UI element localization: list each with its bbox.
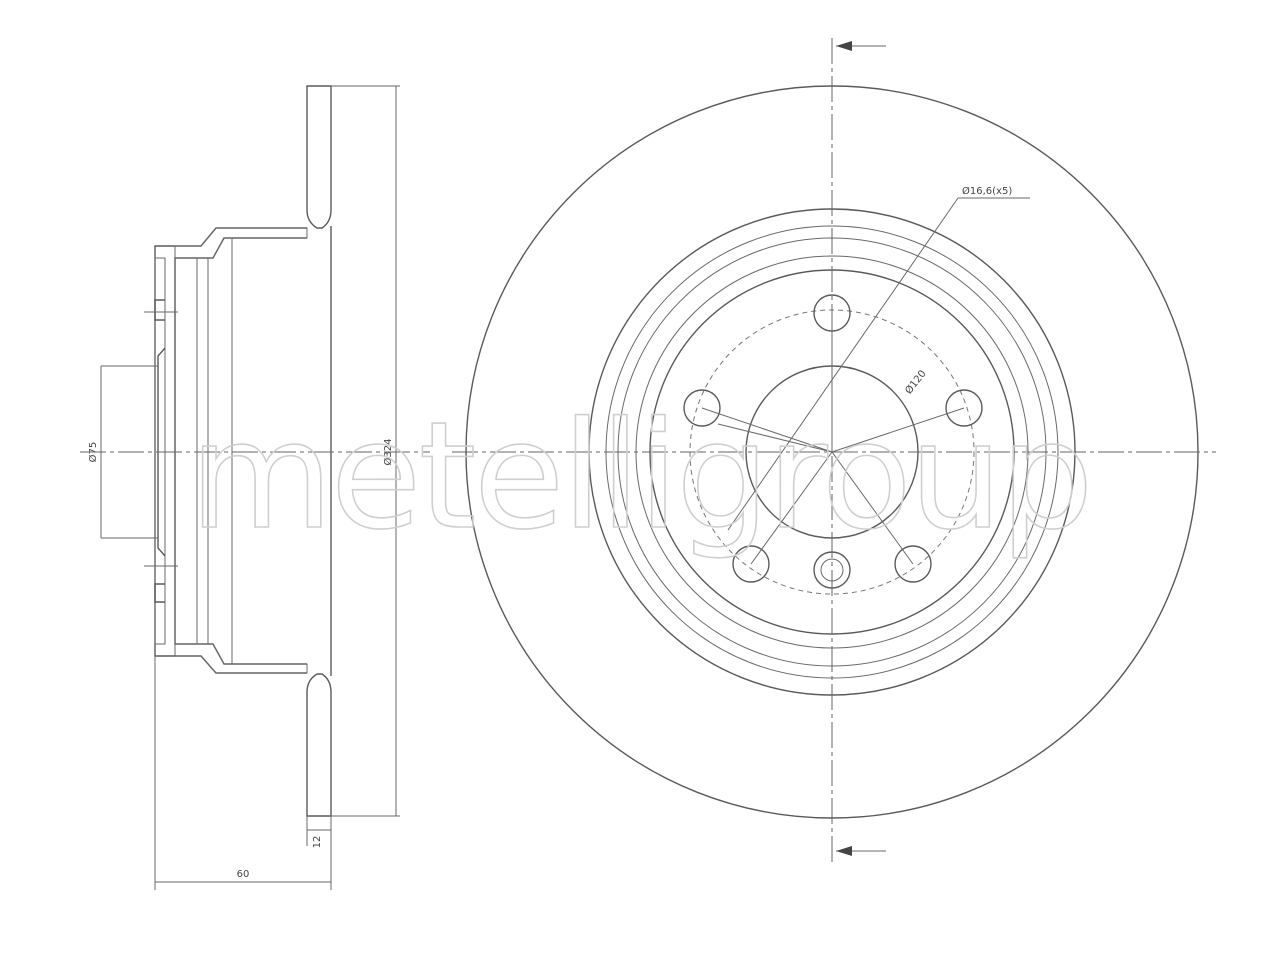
hat-wall-hatch-top — [174, 227, 308, 259]
bolt-hole-5 — [683, 389, 721, 427]
radial-lines — [701, 313, 965, 565]
thickness-label: 12 — [312, 836, 323, 849]
front-view: Ø16,6(x5) Ø120 — [452, 38, 1216, 862]
hat-wall-hatch-bottom — [174, 643, 308, 674]
overall-height-label: 60 — [237, 869, 250, 880]
watermark-logo: metelligroup — [189, 390, 1091, 562]
hub-bore-step — [154, 299, 166, 603]
section-arrow-top — [836, 41, 886, 51]
thickness-dimension-lines — [306, 816, 332, 846]
hub-face-hatch — [154, 257, 166, 645]
bolt-hole-label: Ø16,6(x5) — [962, 185, 1012, 197]
bolt-hole-4 — [732, 545, 770, 583]
section-arrow-bottom — [836, 846, 886, 856]
bolt-hole-2 — [945, 389, 983, 427]
overall-height-dimension-lines — [154, 656, 332, 890]
outer-diameter-dimension-lines — [331, 85, 400, 817]
disc-section-top — [306, 85, 332, 229]
side-section-view: Ø75 Ø324 12 60 — [80, 85, 430, 890]
bolt-hole-3 — [894, 545, 932, 583]
disc-section-bottom — [306, 673, 332, 817]
bolt-hole-leader — [727, 197, 959, 531]
